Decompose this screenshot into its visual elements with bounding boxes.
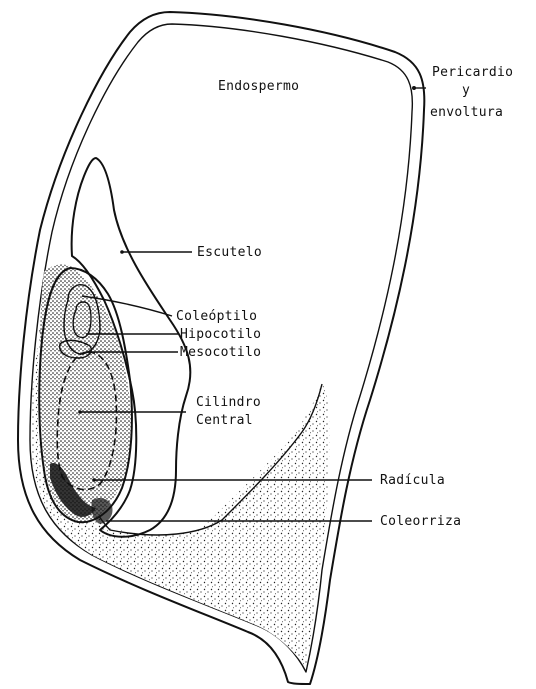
label-envoltura: envoltura — [430, 105, 503, 120]
label-endospermo: Endospermo — [218, 79, 299, 94]
label-central: Central — [196, 413, 253, 428]
cilindro-dot — [78, 410, 82, 414]
label-pericardio-y: y — [462, 83, 470, 98]
label-hipocotilo: Hipocotilo — [180, 327, 261, 342]
label-cilindro: Cilindro — [196, 395, 261, 410]
label-pericardio: Pericardio — [432, 65, 513, 80]
escutelo-dot — [120, 250, 124, 254]
radicula-dot — [92, 478, 96, 482]
label-escutelo: Escutelo — [197, 245, 262, 260]
label-mesocotilo: Mesocotilo — [180, 345, 261, 360]
label-coleoptilo: Coleóptilo — [176, 309, 257, 324]
label-radicula: Radícula — [380, 473, 445, 488]
label-coleorriza: Coleorriza — [380, 514, 461, 529]
